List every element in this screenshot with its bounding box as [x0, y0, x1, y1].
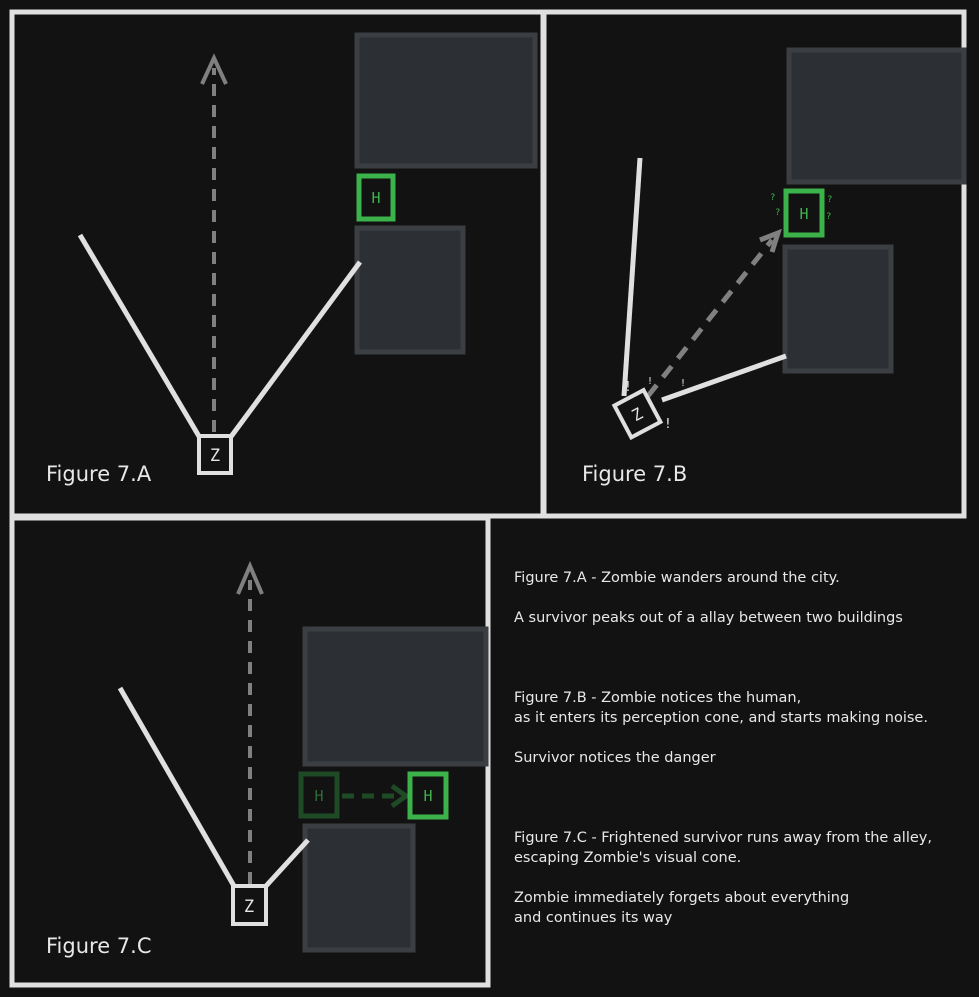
- figure-label: Figure 7.B: [582, 462, 687, 486]
- human-marker: [783, 188, 825, 238]
- zombie-letter: Z: [244, 897, 254, 917]
- arrowhead-up: [236, 560, 264, 595]
- vision-cone-edge-right: [264, 838, 310, 888]
- zombie-marker: [197, 434, 233, 475]
- building: [302, 823, 416, 953]
- arrowhead-right: [390, 783, 411, 809]
- zombie-marker-rotated: Z: [611, 387, 664, 441]
- alert-mark: ?: [826, 212, 831, 222]
- zombie-marker: [231, 884, 268, 926]
- arrowhead-diagonal: [759, 228, 782, 253]
- vision-cone-edge-left: [621, 157, 643, 397]
- building: [302, 626, 489, 767]
- note-7c-body1: Zombie immediately forgets about everyth…: [514, 890, 850, 906]
- alert-mark: ?: [827, 195, 832, 205]
- noise-mark: !: [647, 376, 653, 387]
- human-marker: [356, 173, 396, 222]
- figure-label: Figure 7.A: [46, 462, 152, 486]
- arrowhead-up: [200, 53, 228, 85]
- human-letter: H: [423, 787, 432, 805]
- noise-mark: !: [664, 417, 672, 432]
- alert-mark: ?: [770, 193, 775, 203]
- human-marker: [407, 771, 449, 820]
- vision-cone-edge-right: [227, 260, 363, 440]
- building: [354, 32, 538, 169]
- vision-cone-edge-right: [661, 353, 787, 403]
- note-7a-body: A survivor peaks out of a allay between …: [514, 610, 903, 626]
- zombie-letter: Z: [210, 446, 220, 466]
- zombie-marker: [611, 387, 664, 441]
- note-7b-title: Figure 7.B - Zombie notices the human,: [514, 690, 802, 706]
- building: [786, 47, 967, 185]
- human-letter: H: [799, 205, 808, 223]
- noise-mark: !: [624, 380, 632, 395]
- human-marker-previous: [298, 771, 340, 819]
- building: [782, 244, 894, 374]
- figure-label: Figure 7.C: [46, 934, 152, 958]
- human-letter: H: [371, 189, 380, 207]
- note-7c-line2: escaping Zombie's visual cone.: [514, 850, 742, 866]
- note-7c-title: Figure 7.C - Frightened survivor runs aw…: [514, 830, 932, 846]
- vision-cone-edge-left: [117, 686, 237, 888]
- noise-mark: !: [680, 378, 686, 389]
- alert-mark: ?: [775, 208, 780, 218]
- note-7c-body2: and continues its way: [514, 910, 673, 926]
- panel-figure-7c: Z H H Figure 7.C: [9, 515, 491, 988]
- note-7b-line2: as it enters its perception cone, and st…: [514, 710, 928, 726]
- human-letter: H: [314, 787, 323, 805]
- note-7b-body: Survivor notices the danger: [514, 750, 716, 766]
- note-7a-title: Figure 7.A - Zombie wanders around the c…: [514, 570, 840, 586]
- panel-frame: [540, 9, 967, 519]
- pursuit-path: [646, 238, 774, 398]
- vision-cone-edge-left: [77, 233, 203, 440]
- figure-descriptions: Figure 7.A - Zombie wanders around the c…: [514, 568, 974, 928]
- building: [354, 225, 466, 355]
- panel-figure-7a: Z H Figure 7.A: [9, 9, 547, 519]
- panel-figure-7b: Z ! ! ! ! H ? ? ? ? Figure 7.B: [540, 9, 967, 519]
